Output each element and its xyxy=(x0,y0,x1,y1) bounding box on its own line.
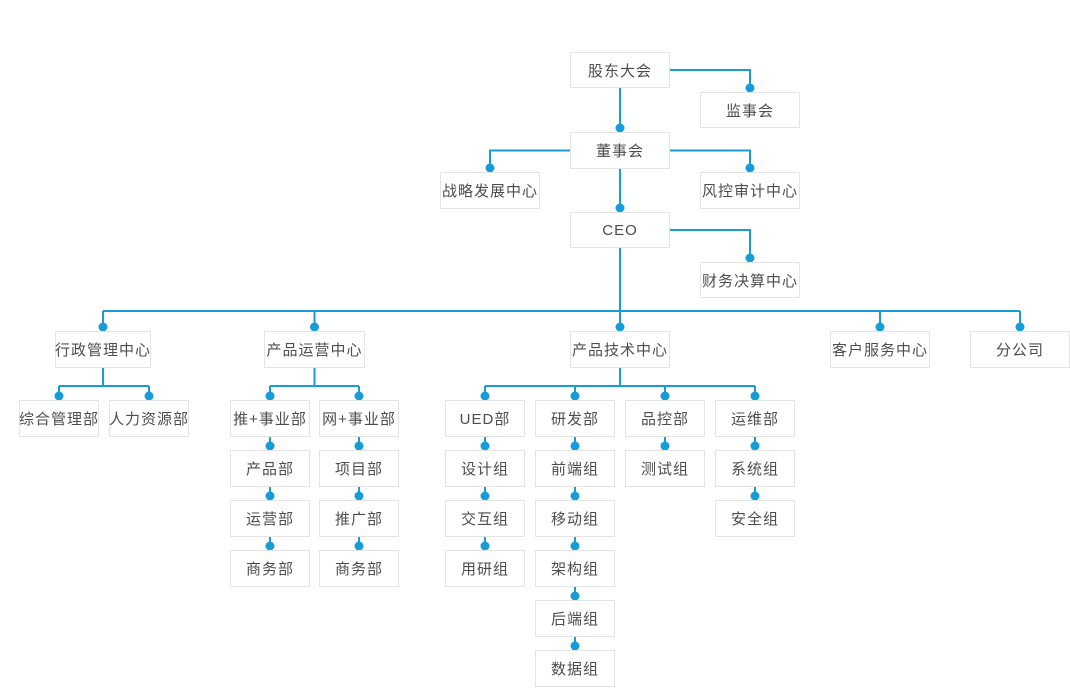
org-node-frontend-team: 前端组 xyxy=(535,450,615,487)
org-node-hr-dept: 人力资源部 xyxy=(109,400,189,437)
connector-dot xyxy=(265,441,275,451)
org-node-system-team: 系统组 xyxy=(715,450,795,487)
connector-dot xyxy=(480,391,490,401)
connector-dot xyxy=(265,391,275,401)
org-node-wang-business-unit: 网+事业部 xyxy=(319,400,399,437)
connector-dot xyxy=(660,441,670,451)
connector-dot xyxy=(615,123,625,133)
connector-dot xyxy=(875,322,885,332)
org-node-promotion-dept: 推广部 xyxy=(319,500,399,537)
org-node-data-team: 数据组 xyxy=(535,650,615,687)
connector-dot xyxy=(480,441,490,451)
connector-dot xyxy=(750,491,760,501)
org-node-supervisory-board: 监事会 xyxy=(700,92,800,128)
org-node-product-dept: 产品部 xyxy=(230,450,310,487)
org-node-rd-dept: 研发部 xyxy=(535,400,615,437)
org-node-backend-team: 后端组 xyxy=(535,600,615,637)
org-node-business-dept-wang: 商务部 xyxy=(319,550,399,587)
connector-line xyxy=(670,149,751,172)
connector-dot xyxy=(570,591,580,601)
org-node-general-admin-dept: 综合管理部 xyxy=(19,400,99,437)
org-node-branch-company: 分公司 xyxy=(970,331,1070,368)
org-node-board-of-directors: 董事会 xyxy=(570,132,670,169)
connector-dot xyxy=(745,253,755,263)
connector-dot xyxy=(570,441,580,451)
org-node-devops-dept: 运维部 xyxy=(715,400,795,437)
connector-dot xyxy=(354,491,364,501)
org-node-user-research-team: 用研组 xyxy=(445,550,525,587)
connector-dot xyxy=(54,391,64,401)
org-node-risk-audit-center: 风控审计中心 xyxy=(700,172,800,209)
connector-line xyxy=(670,229,751,262)
org-node-shareholders-meeting: 股东大会 xyxy=(570,52,670,88)
connector-dot xyxy=(354,391,364,401)
connector-dot xyxy=(480,491,490,501)
connector-dot xyxy=(615,322,625,332)
connector-dot xyxy=(144,391,154,401)
connector-dot xyxy=(310,322,319,332)
org-node-tui-business-unit: 推+事业部 xyxy=(230,400,310,437)
connector-dot xyxy=(745,83,755,93)
connector-dot xyxy=(98,322,108,332)
org-node-mobile-team: 移动组 xyxy=(535,500,615,537)
org-node-operations-dept: 运营部 xyxy=(230,500,310,537)
connector-dot xyxy=(570,641,580,651)
org-node-interaction-team: 交互组 xyxy=(445,500,525,537)
connector-dot xyxy=(265,541,275,551)
connector-dot xyxy=(750,391,760,401)
connector-dot xyxy=(480,541,490,551)
org-node-admin-mgmt-center: 行政管理中心 xyxy=(55,331,151,368)
connector-dot xyxy=(570,541,580,551)
org-node-product-tech-center: 产品技术中心 xyxy=(570,331,670,368)
connector-line xyxy=(489,149,570,172)
org-node-customer-service-center: 客户服务中心 xyxy=(830,331,930,368)
org-node-architecture-team: 架构组 xyxy=(535,550,615,587)
org-node-ued-dept: UED部 xyxy=(445,400,525,437)
org-node-strategy-dev-center: 战略发展中心 xyxy=(440,172,540,209)
org-node-business-dept-tui: 商务部 xyxy=(230,550,310,587)
connector-dot xyxy=(570,491,580,501)
org-node-finance-settlement-center: 财务决算中心 xyxy=(700,262,800,298)
connector-dot xyxy=(354,441,364,451)
org-node-quality-control-dept: 品控部 xyxy=(625,400,705,437)
connector-dot xyxy=(570,391,580,401)
connector-line xyxy=(670,69,751,92)
connector-dot xyxy=(485,163,495,173)
org-node-project-dept: 项目部 xyxy=(319,450,399,487)
connector-dot xyxy=(265,491,275,501)
connector-dot xyxy=(615,203,625,213)
org-node-security-team: 安全组 xyxy=(715,500,795,537)
connector-dot xyxy=(1015,322,1025,332)
org-node-testing-team: 测试组 xyxy=(625,450,705,487)
org-node-ceo: CEO xyxy=(570,212,670,248)
org-node-design-team: 设计组 xyxy=(445,450,525,487)
connector-dot xyxy=(354,541,364,551)
connector-dot xyxy=(750,441,760,451)
org-node-product-ops-center: 产品运营中心 xyxy=(264,331,365,368)
connector-dot xyxy=(745,163,755,173)
connector-dot xyxy=(660,391,670,401)
